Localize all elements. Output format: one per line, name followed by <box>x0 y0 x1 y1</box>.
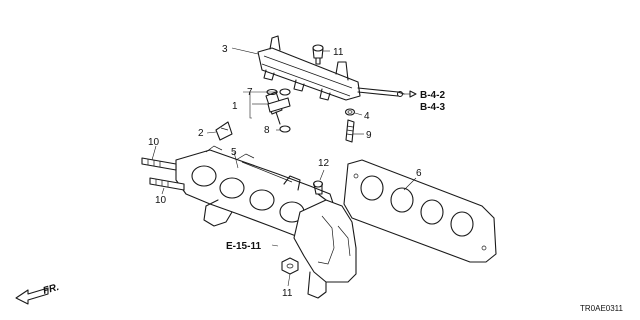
o-ring-upper <box>279 88 291 96</box>
manifold-gasket <box>343 159 497 263</box>
leader-lines <box>151 47 417 287</box>
bolt-11-top <box>312 44 324 65</box>
callout-4: 4 <box>364 111 370 122</box>
callout-6: 6 <box>416 168 422 179</box>
callout-10-lower: 10 <box>155 195 167 206</box>
front-direction-label: FR. <box>42 282 61 297</box>
callout-5: 5 <box>231 147 237 158</box>
fuel-injector <box>265 88 291 125</box>
callout-3: 3 <box>222 44 228 55</box>
callout-1: 1 <box>232 101 238 112</box>
reference-b-4-3: B-4-3 <box>420 102 445 113</box>
stud-bolt <box>345 119 355 143</box>
callout-10-upper: 10 <box>148 137 160 148</box>
callout-7: 7 <box>247 87 253 98</box>
injector-clip <box>215 121 233 141</box>
intake-manifold <box>175 145 335 237</box>
stud-10-lower <box>149 177 185 191</box>
callout-12: 12 <box>318 158 330 169</box>
nut-11-bottom <box>281 257 299 275</box>
diagram-code: TR0AE0311 <box>580 304 624 313</box>
callout-2: 2 <box>198 128 204 139</box>
callout-11-top: 11 <box>333 47 344 58</box>
callout-9: 9 <box>366 130 372 141</box>
manifold-bracket <box>203 199 357 299</box>
front-direction-arrow: FR. <box>15 282 61 305</box>
callout-11-bottom: 11 <box>282 288 293 299</box>
reference-e-15-11: E-15-11 <box>226 241 261 252</box>
callout-8: 8 <box>264 125 270 136</box>
bolt-12 <box>312 180 327 201</box>
washer <box>344 108 356 116</box>
reference-b-4-2: B-4-2 <box>420 90 445 101</box>
fuel-rail <box>257 35 405 101</box>
stud-10-upper <box>141 157 177 171</box>
seal-ring-lower <box>279 125 291 133</box>
